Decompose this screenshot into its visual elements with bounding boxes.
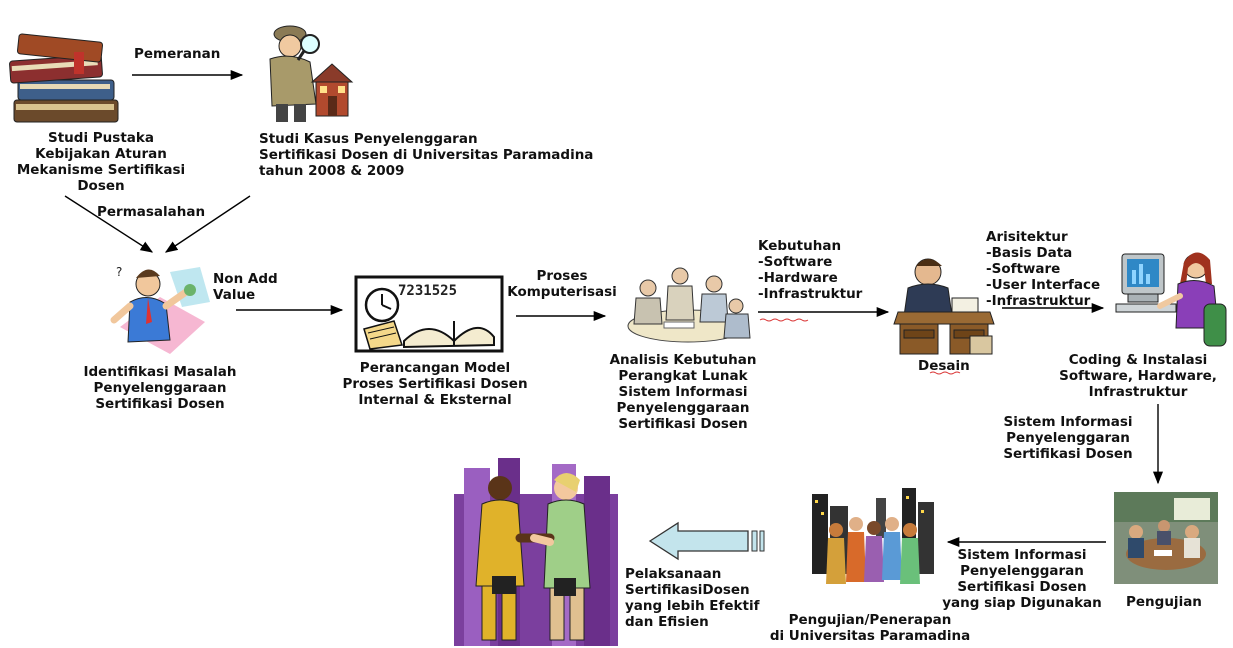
confused-man-clipart-icon: ? xyxy=(110,265,210,354)
woman-at-computer-clipart-icon xyxy=(1115,252,1227,347)
clock-book-clipart-icon: 7231525 xyxy=(354,275,504,353)
label-pemeranan: Pemeranan xyxy=(134,46,221,62)
label-pelaksanaan: Pelaksanaan SertifikasiDosen yang lebih … xyxy=(625,566,760,630)
label-proses-komputerisasi: Proses Komputerisasi xyxy=(507,268,617,300)
label-perancangan: Perancangan Model Proses Sertifikasi Dos… xyxy=(342,360,528,408)
detective-house-clipart-icon xyxy=(269,25,354,122)
label-coding: Coding & Instalasi Software, Hardware, I… xyxy=(1059,352,1217,400)
label-kebutuhan: Kebutuhan -Software -Hardware -Infrastru… xyxy=(758,238,863,302)
city-crowd-clipart-icon xyxy=(812,488,934,584)
block-arrow-pelaksanaan xyxy=(648,521,765,561)
spell-squiggle xyxy=(759,318,809,322)
label-studi-kasus: Studi Kasus Penyelenggaran Sertifikasi D… xyxy=(259,131,594,179)
team-meeting-clipart-icon xyxy=(627,267,751,343)
meeting-room-photo-icon xyxy=(1114,492,1218,584)
books-clipart-icon xyxy=(9,33,119,123)
svg-text:7231525: 7231525 xyxy=(398,283,457,299)
label-desain: Desain xyxy=(918,358,970,374)
label-analisis: Analisis Kebutuhan Perangkat Lunak Siste… xyxy=(609,352,757,432)
label-pengujian: Pengujian xyxy=(1126,594,1202,610)
label-non-add-value: Non Add Value xyxy=(213,271,278,303)
label-si-penyelenggaran: Sistem Informasi Penyelenggaran Sertifik… xyxy=(1003,414,1133,462)
man-at-desk-clipart-icon xyxy=(893,258,995,355)
spell-squiggle-desain xyxy=(929,371,961,375)
svg-text:?: ? xyxy=(116,265,122,279)
label-pengujian-penerapan: Pengujian/Penerapan di Universitas Param… xyxy=(769,612,971,644)
label-si-siap: Sistem Informasi Penyelenggaran Sertifik… xyxy=(942,547,1102,611)
label-identifikasi: Identifikasi Masalah Penyelenggaraan Ser… xyxy=(83,364,237,412)
label-arsitektur: Arisitektur -Basis Data -Software -User … xyxy=(986,229,1101,309)
handshake-clipart-icon xyxy=(454,458,618,646)
arrow-studi-kasus-to-identifikasi xyxy=(164,195,251,253)
label-permasalahan: Permasalahan xyxy=(97,204,206,220)
arrow-studi-pustaka-to-identifikasi xyxy=(64,195,154,253)
label-studi-pustaka: Studi Pustaka Kebijakan Aturan Mekanisme… xyxy=(16,130,186,194)
